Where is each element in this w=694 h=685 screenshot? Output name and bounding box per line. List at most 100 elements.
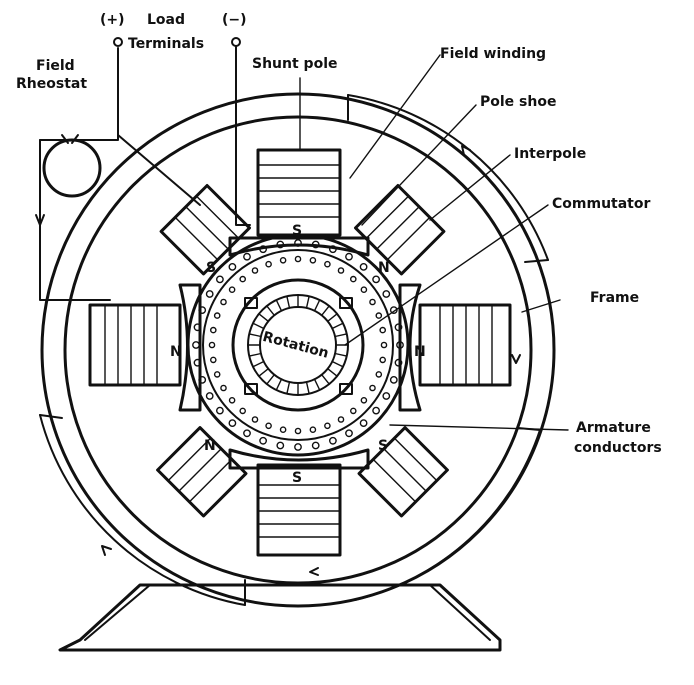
commutator-segment bbox=[252, 322, 265, 330]
load-terminals bbox=[113, 37, 251, 226]
conductor bbox=[209, 356, 217, 364]
conductor bbox=[259, 436, 267, 445]
interpole-top-right bbox=[354, 184, 446, 276]
conductor bbox=[349, 275, 357, 283]
conductor bbox=[294, 427, 302, 435]
commutator-segment bbox=[266, 374, 275, 385]
conductor bbox=[213, 312, 221, 319]
interpole-bottom-left-letter: N bbox=[204, 438, 216, 454]
conductor bbox=[328, 245, 337, 254]
armature-conductors bbox=[192, 239, 404, 451]
conductor bbox=[279, 426, 287, 434]
conductor bbox=[251, 416, 259, 423]
commutator-segment bbox=[252, 360, 265, 368]
conductor bbox=[345, 429, 353, 438]
interpole-bottom-right-letter: S bbox=[378, 438, 388, 454]
conductor bbox=[396, 341, 404, 349]
commutator-segment bbox=[258, 368, 269, 377]
conductor bbox=[394, 323, 403, 332]
conductor bbox=[369, 298, 376, 306]
conductor bbox=[243, 252, 251, 261]
conductor bbox=[337, 267, 345, 274]
conductor bbox=[389, 306, 398, 314]
conductor bbox=[193, 358, 202, 367]
frame bbox=[39, 92, 556, 608]
commutator-segment bbox=[321, 305, 330, 316]
pole-bottom-letter: S bbox=[292, 470, 302, 486]
conductor bbox=[220, 298, 227, 306]
armature-label: Armature bbox=[576, 420, 651, 436]
shunt-pole-top bbox=[228, 148, 370, 257]
conductor bbox=[220, 384, 227, 392]
conductor bbox=[279, 256, 287, 264]
load-plus-label: (+) bbox=[100, 12, 125, 28]
commutator-segment bbox=[305, 381, 310, 395]
conductor bbox=[324, 260, 331, 268]
commutator-segment bbox=[275, 299, 283, 312]
commutator-segment bbox=[248, 333, 262, 338]
conductor bbox=[205, 290, 214, 298]
conductor bbox=[294, 443, 302, 451]
conductor bbox=[215, 406, 224, 415]
conductor bbox=[394, 358, 403, 367]
terminals-label: Terminals bbox=[128, 36, 204, 52]
conductor bbox=[228, 286, 236, 294]
commutator-segment bbox=[331, 360, 344, 368]
conductor bbox=[337, 416, 345, 423]
shunt-pole-label: Shunt pole bbox=[252, 56, 337, 72]
pole-shoe-label: Pole shoe bbox=[480, 94, 556, 110]
conductor bbox=[360, 396, 368, 404]
interpole-bottom-left bbox=[156, 426, 248, 518]
machine-base bbox=[58, 583, 502, 652]
rotation-label: Rotation bbox=[261, 329, 330, 362]
conductor bbox=[265, 422, 272, 430]
commutator-label: Commutator bbox=[552, 196, 650, 212]
rheostat-label: Rheostat bbox=[16, 76, 87, 92]
conductor bbox=[360, 286, 368, 294]
conductor bbox=[382, 392, 391, 400]
frame-label: Frame bbox=[590, 290, 639, 306]
conductor bbox=[328, 436, 337, 445]
commutator-segment bbox=[258, 313, 269, 322]
conductor bbox=[345, 252, 353, 261]
conductor bbox=[324, 422, 331, 430]
conductor bbox=[372, 275, 380, 284]
pole-left-letter: N bbox=[170, 344, 182, 360]
conductor bbox=[228, 419, 237, 427]
shunt-pole-left bbox=[88, 283, 202, 412]
conductor bbox=[251, 267, 259, 274]
interpole-top-right-letter: N bbox=[378, 260, 390, 276]
leader-lines bbox=[299, 54, 569, 431]
interpole-label: Interpole bbox=[514, 146, 586, 162]
conductor bbox=[265, 260, 272, 268]
conductor bbox=[359, 262, 368, 271]
conductor bbox=[243, 429, 251, 438]
conductor bbox=[193, 323, 202, 332]
commutator-segment bbox=[334, 352, 348, 357]
load-label: Load bbox=[147, 12, 185, 28]
conductor bbox=[382, 290, 391, 298]
interpole-top-left bbox=[159, 184, 251, 276]
conductor bbox=[192, 341, 200, 349]
commutator-segment bbox=[313, 299, 321, 312]
commutator-segment bbox=[327, 368, 338, 377]
conductor bbox=[375, 371, 383, 378]
conductor bbox=[215, 275, 224, 284]
load-minus-label: (−) bbox=[222, 12, 247, 28]
conductor bbox=[239, 275, 246, 283]
commutator-segment bbox=[286, 295, 291, 309]
commutator bbox=[231, 278, 365, 412]
commutator-segment bbox=[313, 378, 321, 391]
commutator-segment bbox=[248, 352, 262, 357]
commutator-segment bbox=[334, 333, 348, 338]
conductor bbox=[228, 262, 237, 271]
commutator-segment bbox=[321, 374, 330, 385]
conductor bbox=[311, 240, 320, 249]
conductor bbox=[228, 396, 236, 404]
interpole-top-left-letter: S bbox=[206, 260, 216, 276]
interpole-bottom-right bbox=[357, 426, 449, 518]
conductor bbox=[294, 239, 302, 247]
commutator-segment bbox=[305, 295, 310, 309]
field-rheostat bbox=[35, 47, 119, 301]
